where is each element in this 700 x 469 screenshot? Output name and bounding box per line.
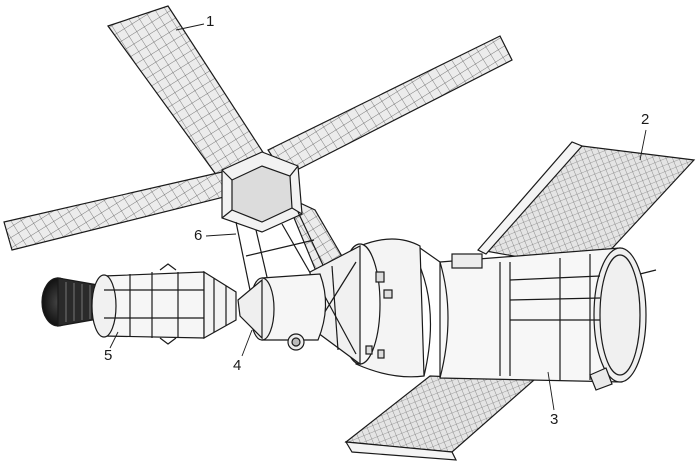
callout-label-5: 5 <box>104 347 113 364</box>
telescope-solar-wings <box>3 5 513 277</box>
docking-adapter <box>237 238 425 378</box>
telescope-mount <box>221 151 331 291</box>
leader-3 <box>547 371 555 411</box>
leader-5 <box>109 331 119 349</box>
leader-4 <box>241 329 253 357</box>
leader-2 <box>639 129 647 161</box>
workshop-panel-lower <box>344 375 536 453</box>
solar-wing-upper-right <box>267 35 513 177</box>
callout-label-3: 3 <box>550 411 559 428</box>
leader-1 <box>175 23 205 31</box>
leader-6 <box>205 233 237 237</box>
orbital-workshop <box>344 141 696 461</box>
callout-label-2: 2 <box>641 111 650 128</box>
command-service-module <box>41 263 237 345</box>
callout-leaders <box>109 23 647 411</box>
solar-wing-upper-left <box>107 5 269 181</box>
callout-label-1: 1 <box>206 13 215 30</box>
callout-label-6: 6 <box>194 227 203 244</box>
callout-label-4: 4 <box>233 357 242 374</box>
